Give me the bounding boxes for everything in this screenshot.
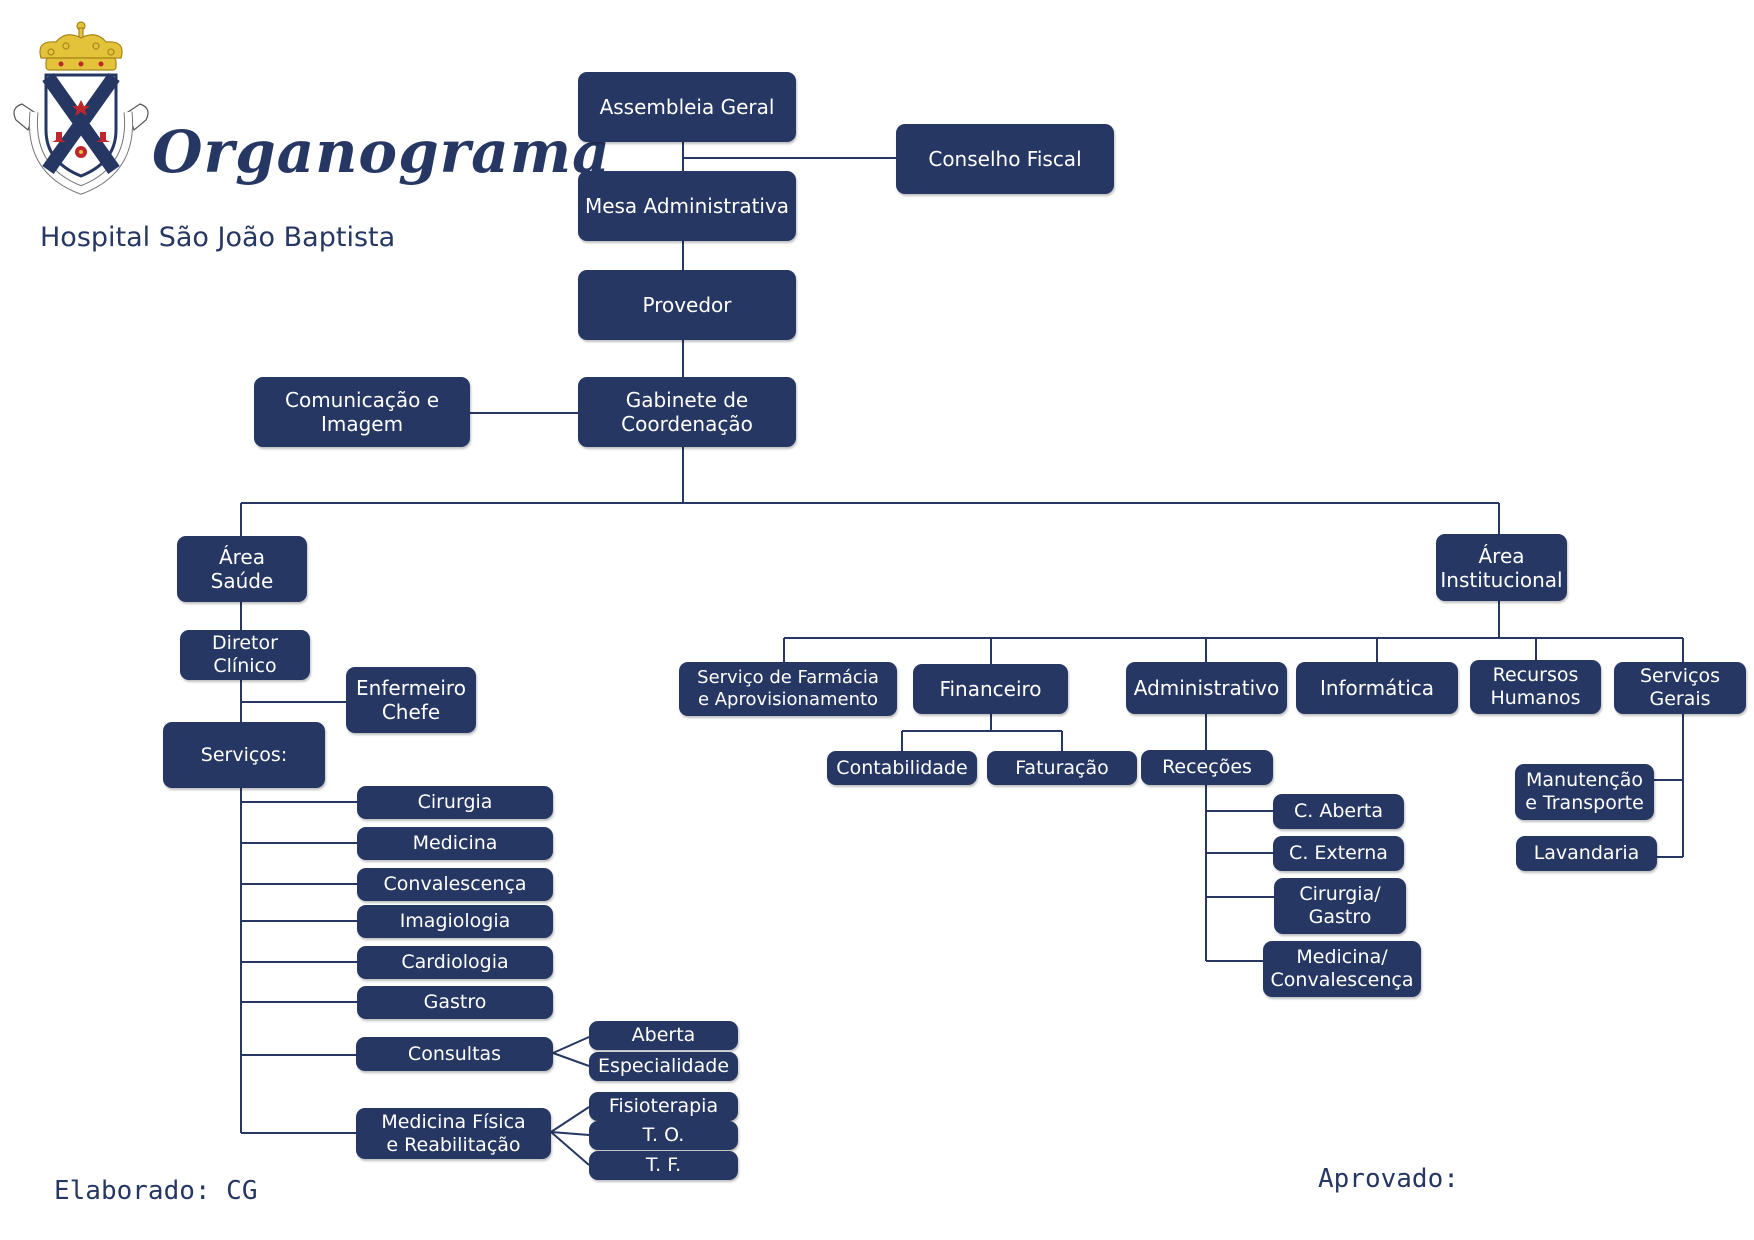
node-financeiro[interactable]: Financeiro [913, 664, 1068, 714]
node-contabilidade[interactable]: Contabilidade [827, 751, 977, 785]
node-mfr-tf[interactable]: T. F. [589, 1151, 738, 1180]
connector-fisioterapia [550, 1106, 590, 1133]
footer-aprovado: Aprovado: [1318, 1164, 1459, 1194]
node-manutencao-transporte[interactable]: Manutenção e Transporte [1515, 764, 1654, 820]
node-rececao-c-aberta[interactable]: C. Aberta [1273, 794, 1404, 829]
node-provedor[interactable]: Provedor [578, 270, 796, 340]
node-faturacao[interactable]: Faturação [987, 751, 1137, 785]
node-enfermeiro-chefe[interactable]: Enfermeiro Chefe [346, 667, 476, 733]
node-administrativo[interactable]: Administrativo [1126, 662, 1287, 714]
santa-casa-crest-logo [13, 21, 149, 195]
node-consultas-especialidade[interactable]: Especialidade [589, 1052, 738, 1081]
node-area-institucional[interactable]: Área Institucional [1436, 534, 1567, 601]
node-servicos-gerais[interactable]: Serviços Gerais [1614, 662, 1746, 714]
node-service-cirurgia[interactable]: Cirurgia [357, 786, 553, 819]
node-rececao-cirurgia-gastro[interactable]: Cirurgia/ Gastro [1274, 878, 1406, 934]
node-mesa-administrativa[interactable]: Mesa Administrativa [578, 171, 796, 241]
node-conselho-fiscal[interactable]: Conselho Fiscal [896, 124, 1114, 194]
node-mfr-to[interactable]: T. O. [589, 1121, 738, 1150]
node-servicos[interactable]: Serviços: [163, 722, 325, 788]
connector-to [550, 1131, 590, 1136]
node-rececoes[interactable]: Receções [1141, 750, 1273, 785]
page-subtitle: Hospital São João Baptista [40, 222, 396, 253]
footer-elaborado: Elaborado: CG [54, 1176, 258, 1206]
node-service-convalescenca[interactable]: Convalescença [357, 868, 553, 901]
node-recursos-humanos[interactable]: Recursos Humanos [1470, 660, 1601, 714]
node-service-medicina[interactable]: Medicina [357, 827, 553, 860]
connector-especialidade [552, 1052, 590, 1067]
node-service-cardiologia[interactable]: Cardiologia [357, 946, 553, 979]
connector-tf [550, 1131, 590, 1166]
node-service-medicina-fisica-reabilitacao[interactable]: Medicina Física e Reabilitação [356, 1108, 551, 1159]
node-service-gastro[interactable]: Gastro [357, 986, 553, 1019]
node-service-consultas[interactable]: Consultas [356, 1037, 553, 1071]
node-mfr-fisioterapia[interactable]: Fisioterapia [589, 1092, 738, 1121]
node-diretor-clinico[interactable]: Diretor Clínico [180, 630, 310, 680]
node-rececao-medicina-convalescenca[interactable]: Medicina/ Convalescença [1263, 941, 1421, 997]
node-area-saude[interactable]: Área Saúde [177, 536, 307, 602]
node-consultas-aberta[interactable]: Aberta [589, 1021, 738, 1050]
node-rececao-c-externa[interactable]: C. Externa [1273, 836, 1404, 871]
node-comunicacao-imagem[interactable]: Comunicação e Imagem [254, 377, 470, 447]
node-service-imagiologia[interactable]: Imagiologia [357, 905, 553, 938]
node-farmacia-aprovisionamento[interactable]: Serviço de Farmácia e Aprovisionamento [679, 662, 897, 716]
page-title: Organograma [152, 118, 611, 186]
connector-aberta [552, 1036, 590, 1054]
node-informatica[interactable]: Informática [1296, 662, 1458, 714]
node-lavandaria[interactable]: Lavandaria [1516, 836, 1657, 871]
node-gabinete-coordenacao[interactable]: Gabinete de Coordenação [578, 377, 796, 447]
node-assembleia-geral[interactable]: Assembleia Geral [578, 72, 796, 142]
